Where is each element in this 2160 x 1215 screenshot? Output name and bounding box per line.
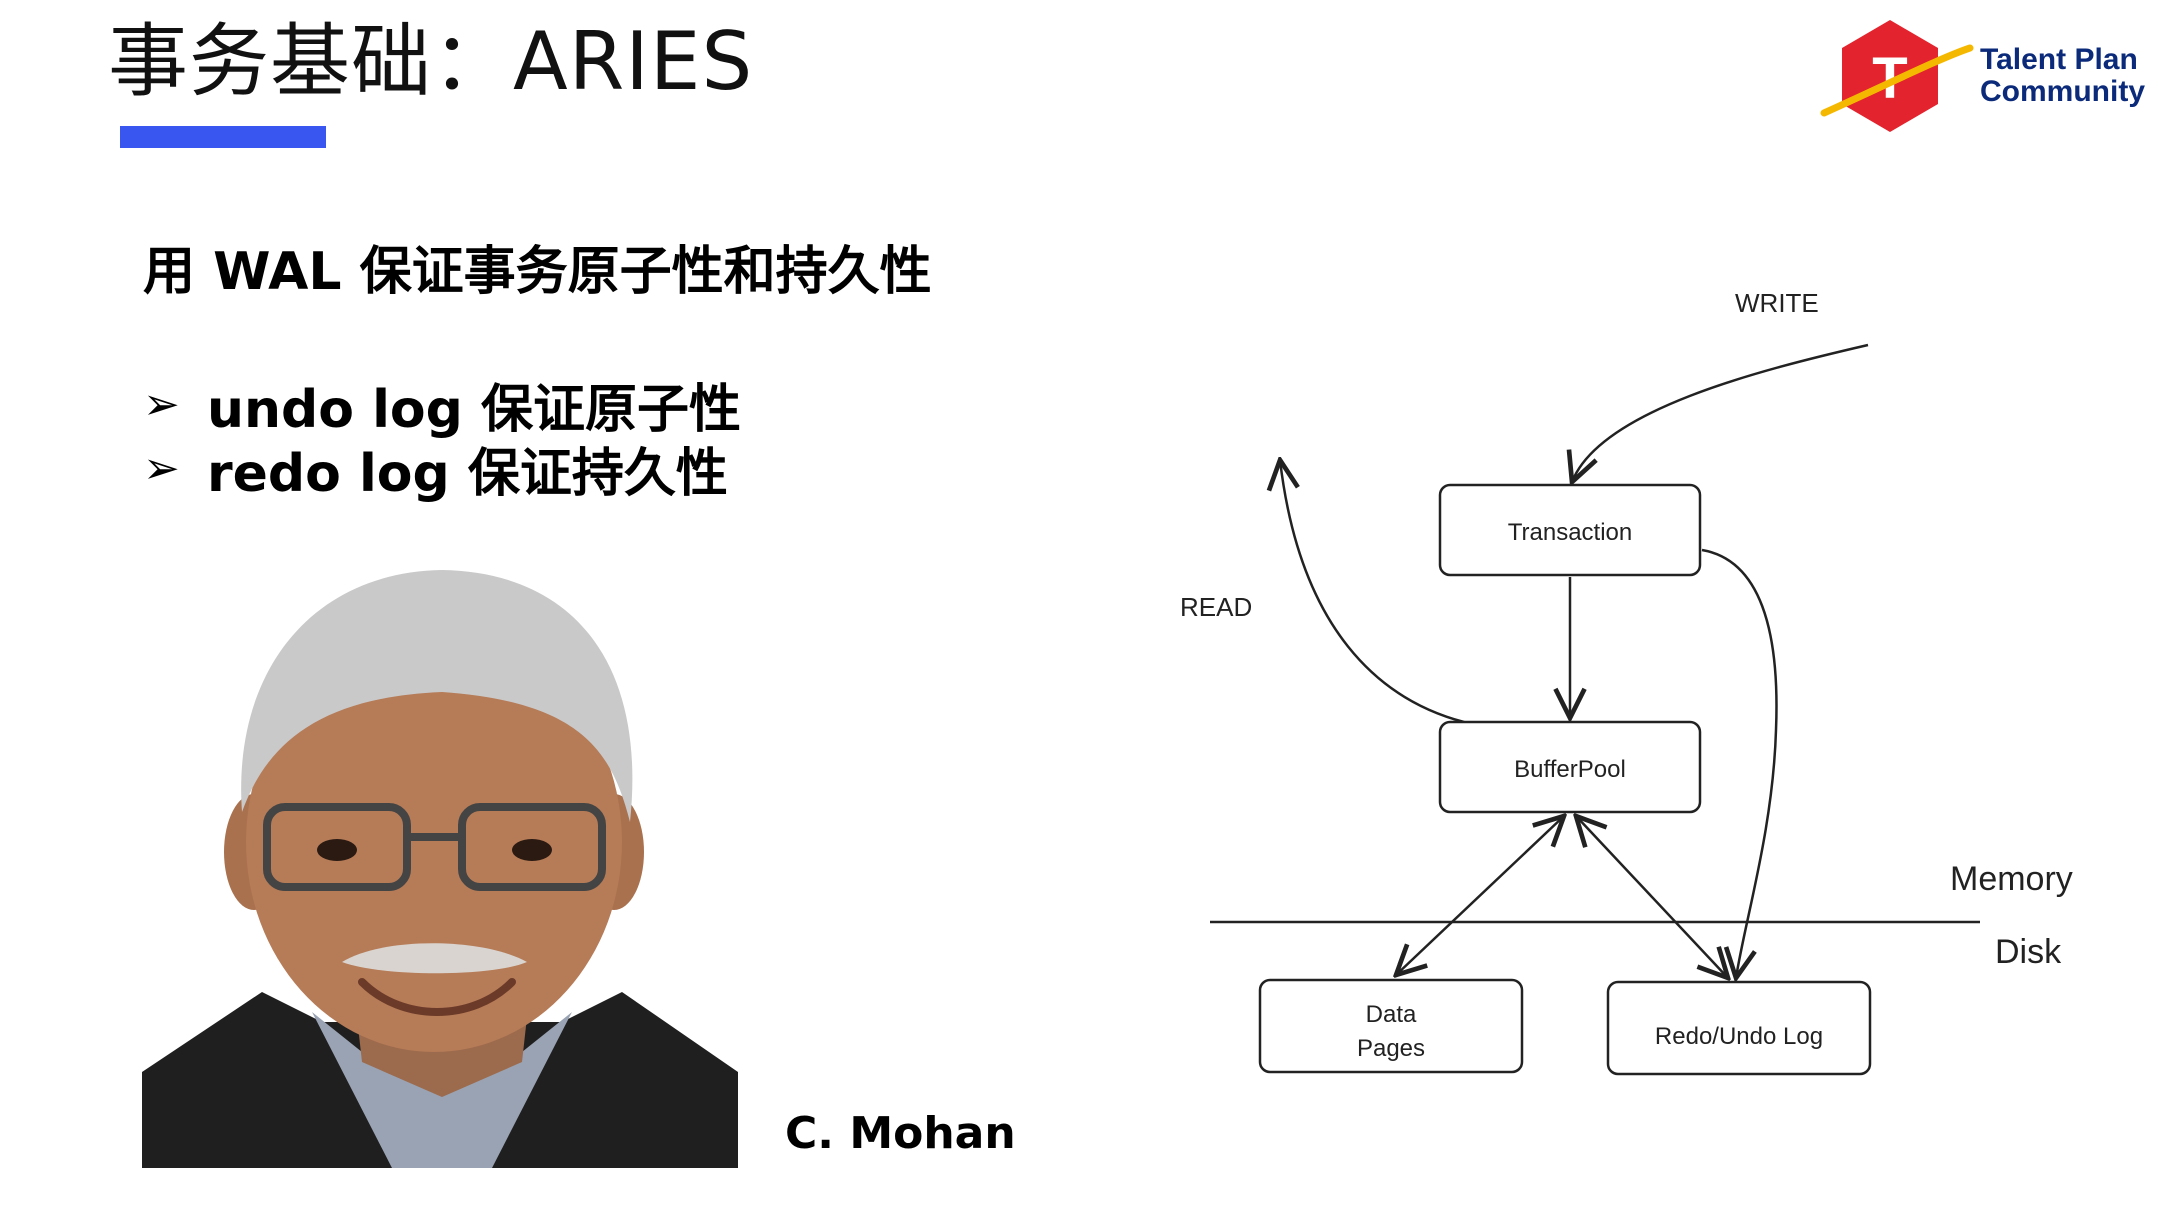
bufferpool-log-arrow <box>1576 816 1728 978</box>
logo-hexagon-icon <box>1842 20 1938 132</box>
shirt-shape <box>312 1012 572 1168</box>
hair-shape <box>241 570 633 822</box>
memory-label: Memory <box>1950 860 2073 898</box>
write-arrow <box>1572 343 1869 482</box>
logo-line2: Community <box>1980 75 2145 108</box>
title-underline <box>120 126 326 148</box>
bullet-item-undo: ➢ undo log 保证原子性 <box>143 372 741 440</box>
logo-text: Talent Plan Community <box>1980 44 2145 108</box>
glasses-icon <box>263 803 606 891</box>
person-caption: C. Mohan <box>785 1108 1016 1159</box>
bullet-arrow-icon: ➢ <box>143 378 180 430</box>
logo-line1: Talent Plan <box>1980 43 2138 76</box>
mustache-shape <box>342 943 527 974</box>
bullet-text: redo log 保证持久性 <box>207 443 728 504</box>
redo-undo-log-label: Redo/Undo Log <box>1655 1023 1823 1050</box>
title-underline-bar <box>120 126 326 148</box>
bullet-arrow-icon: ➢ <box>143 442 180 494</box>
bullet-item-redo: ➢ redo log 保证持久性 <box>143 436 741 504</box>
transaction-node: Transaction <box>1438 483 1702 577</box>
data-pages-node: Data Pages <box>1258 978 1524 1074</box>
slide-title: 事务基础：ARIES <box>108 15 754 108</box>
logo-orbit-icon <box>1820 44 1974 117</box>
redo-undo-log-node: Redo/Undo Log <box>1606 980 1872 1076</box>
bullet-text: undo log 保证原子性 <box>207 379 741 440</box>
bufferpool-datapages-arrow <box>1396 816 1564 975</box>
read-label: READ <box>1180 592 1252 622</box>
read-arrow <box>1280 460 1465 724</box>
talent-plan-logo: T <box>1820 20 1974 132</box>
portrait-photo <box>142 552 738 1168</box>
main-heading: 用 WAL 保证事务原子性和持久性 <box>143 242 932 302</box>
bullet-list: ➢ undo log 保证原子性 ➢ redo log 保证持久性 <box>143 372 741 504</box>
transaction-to-log-arrow <box>1701 548 1778 978</box>
write-label: WRITE <box>1735 288 1819 318</box>
data-pages-label-line2: Pages <box>1357 1035 1425 1062</box>
aries-diagram: WRITE READ Transaction BufferPool Memory… <box>1180 288 2073 1076</box>
transaction-label: Transaction <box>1508 519 1633 546</box>
face-shape <box>246 632 622 1052</box>
bufferpool-node: BufferPool <box>1438 720 1702 814</box>
data-pages-label-line1: Data <box>1366 1001 1417 1028</box>
disk-label: Disk <box>1995 933 2062 971</box>
bufferpool-label: BufferPool <box>1514 756 1626 783</box>
